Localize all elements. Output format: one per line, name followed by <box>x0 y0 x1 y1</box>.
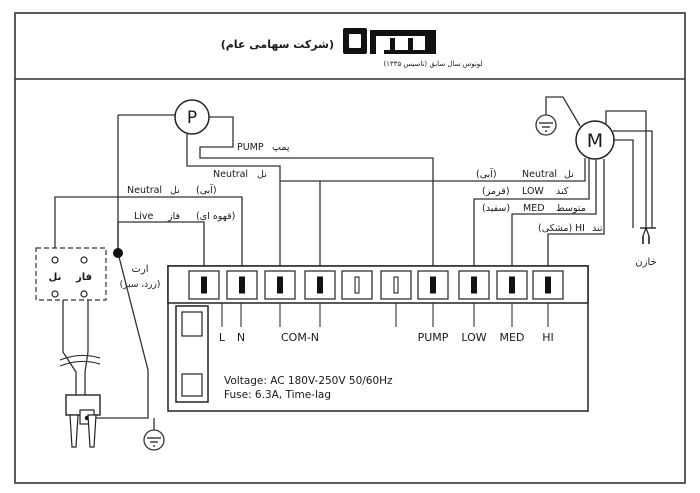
terminal-screw-slot-8 <box>471 276 477 294</box>
terminal-screw-slot-2 <box>239 276 245 294</box>
ground-wire-colors: (زرد، سبز) <box>120 280 161 290</box>
terminal-screw-slot-1 <box>201 276 207 294</box>
hi-wire-label-en: HI <box>575 223 585 234</box>
live-color: (قهوه ای) <box>196 211 235 222</box>
terminal-ticks <box>221 303 549 327</box>
ground-icon <box>535 114 557 136</box>
low-wire-color: (قرمز) <box>482 186 510 197</box>
fuse-spec: Fuse: 6.3A, Time-lag <box>224 389 331 401</box>
power-plug-icon <box>59 354 101 448</box>
pump-neutral-label-fa: نل <box>257 169 267 180</box>
med-wire-color: (سفید) <box>482 203 510 214</box>
terminal-screw-slot-5 <box>354 276 360 294</box>
live-label-fa: فاز <box>167 211 180 222</box>
pump-symbol-label: P <box>187 108 197 128</box>
terminal-screw-slot-10 <box>545 276 551 294</box>
terminal-screw-slot-3 <box>277 276 283 294</box>
pump-wire-label-fa: پمپ <box>272 142 290 153</box>
terminal-screw-slot-7 <box>430 276 436 294</box>
terminal-label-l: L <box>219 331 226 344</box>
supply-neutral-label-fa: نل <box>170 185 180 196</box>
diagram-frame <box>14 12 686 484</box>
terminal-label-com-n: COM-N <box>281 331 319 344</box>
med-wire-label-en: MED <box>523 203 545 214</box>
supply-neutral-color: (آبی) <box>196 183 217 196</box>
terminal-screw-10 <box>532 270 564 300</box>
brand-logo <box>343 28 436 54</box>
terminal-screw-slot-9 <box>509 276 515 294</box>
motor-neutral-label-fa: نل <box>564 169 574 180</box>
double-pole-switch <box>35 247 107 301</box>
med-wire-label-fa: متوسط <box>556 203 586 214</box>
terminal-row <box>188 270 564 300</box>
low-wire-label-fa: کند <box>556 186 569 197</box>
ground-junction-dot <box>113 248 123 258</box>
ground-wire-label: ارت <box>131 264 148 275</box>
pump-wire-label-en: PUMP <box>237 142 264 153</box>
company-suffix: (شرکت سهامی عام) <box>221 38 334 51</box>
wires <box>54 96 653 430</box>
supply-neutral-label-en: Neutral <box>127 185 162 196</box>
pump-neutral-label-en: Neutral <box>213 169 248 180</box>
terminal-screw-slot-6 <box>393 276 399 294</box>
terminal-label-low: LOW <box>461 331 486 344</box>
live-label-en: Live <box>134 211 154 222</box>
motor-neutral-color: (آبی) <box>476 167 497 180</box>
wire-labels: PUMP پمپ Neutral نل Neutral نل (آبی) Liv… <box>127 142 603 234</box>
low-wire-label-en: LOW <box>522 186 544 197</box>
motor-neutral-label-en: Neutral <box>522 169 557 180</box>
terminal-label-pump: PUMP <box>418 331 449 344</box>
hi-wire-label-fa: تند <box>592 223 603 234</box>
company-subtitle: لوتوس سال سابق (تاسیس ۱۳۳۵) <box>383 60 482 68</box>
switch-neutral-label: نل <box>49 272 62 283</box>
voltage-spec: Voltage: AC 180V-250V 50/60Hz <box>224 375 393 387</box>
terminal-label-med: MED <box>500 331 525 344</box>
capacitor-icon <box>640 227 656 244</box>
motor-symbol-label: M <box>587 130 603 152</box>
switch-phase-label: فاز <box>75 272 92 283</box>
ground-icon <box>143 429 165 451</box>
terminal-label-n: N <box>237 331 245 344</box>
terminal-screw-slot-4 <box>317 276 323 294</box>
hi-wire-color: (مشکی) <box>538 223 572 234</box>
capacitor-label: خازن <box>635 257 656 268</box>
terminal-label-hi: HI <box>542 331 554 344</box>
